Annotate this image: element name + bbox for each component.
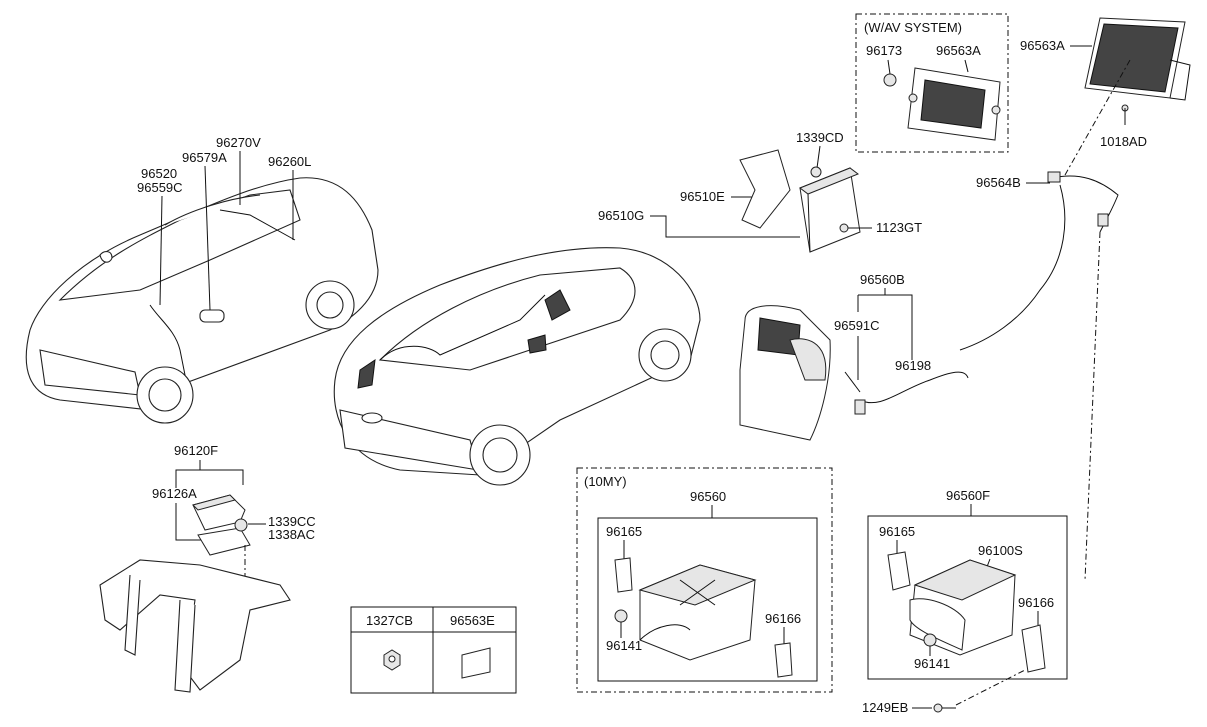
label-1123GT: 1123GT — [876, 220, 922, 235]
label-96173: 96173 — [866, 43, 902, 58]
label-96510G: 96510G — [598, 208, 644, 223]
table-header-1327CB: 1327CB — [366, 613, 413, 628]
label-96560B: 96560B — [860, 272, 905, 287]
display-monitor-96563A: 96563A 1018AD — [1020, 17, 1191, 149]
module-96120F-group: 96120F 96126A 1339CC 1338AC — [99, 443, 316, 693]
label-96559C: 96559C — [137, 180, 183, 195]
harness-96564B: 96564B — [959, 59, 1131, 581]
label-96165-b: 96165 — [879, 524, 915, 539]
label-96100S: 96100S — [978, 543, 1023, 558]
car-front-view — [25, 177, 379, 424]
label-96270V: 96270V — [216, 135, 261, 150]
knob-96173 — [883, 73, 897, 87]
label-96560F: 96560F — [946, 488, 990, 503]
label-96166-a: 96166 — [765, 611, 801, 626]
label-96510E: 96510E — [680, 189, 725, 204]
label-1249EB: 1249EB — [862, 700, 908, 715]
label-1339CD: 1339CD — [796, 130, 844, 145]
av-system-group: (W/AV SYSTEM) 96173 96563A — [855, 13, 1009, 153]
label-96141-a: 96141 — [606, 638, 642, 653]
pad-icon — [461, 647, 491, 679]
screw-1249EB: 1249EB — [862, 669, 1026, 715]
label-1018AD: 1018AD — [1100, 134, 1147, 149]
label-96563A: 96563A — [1020, 38, 1065, 53]
label-96591C: 96591C — [834, 318, 880, 333]
hardware-table: 1327CB 96563E — [350, 606, 517, 694]
label-96120F: 96120F — [174, 443, 218, 458]
av-system-title: (W/AV SYSTEM) — [864, 20, 962, 35]
label-96165-a: 96165 — [606, 524, 642, 539]
label-96166-b: 96166 — [1018, 595, 1054, 610]
label-96198: 96198 — [895, 358, 931, 373]
label-96563A-box: 96563A — [936, 43, 981, 58]
av-head-unit — [907, 67, 1001, 141]
table-header-96563E: 96563E — [450, 613, 495, 628]
label-96260L: 96260L — [268, 154, 311, 169]
label-1338AC: 1338AC — [268, 527, 315, 542]
unit-96560F-group: 96560F 96165 96100S 96141 96166 — [867, 488, 1068, 680]
rear-monitor-group: 96560B 96591C 96198 — [739, 272, 969, 441]
label-96579A: 96579A — [182, 150, 227, 165]
label-96126A: 96126A — [152, 486, 197, 501]
label-96564B: 96564B — [976, 175, 1021, 190]
car-rear-view — [333, 247, 701, 486]
label-1339CC: 1339CC — [268, 514, 316, 529]
label-96520: 96520 — [141, 166, 177, 181]
label-96560: 96560 — [690, 489, 726, 504]
model-10my-title: (10MY) — [584, 474, 627, 489]
model-10my-group: (10MY) 96560 96165 96141 96166 — [576, 467, 833, 693]
label-96141-b: 96141 — [914, 656, 950, 671]
module-bracket-group: 1339CD 96510E 96510G 1123GT — [598, 130, 922, 253]
